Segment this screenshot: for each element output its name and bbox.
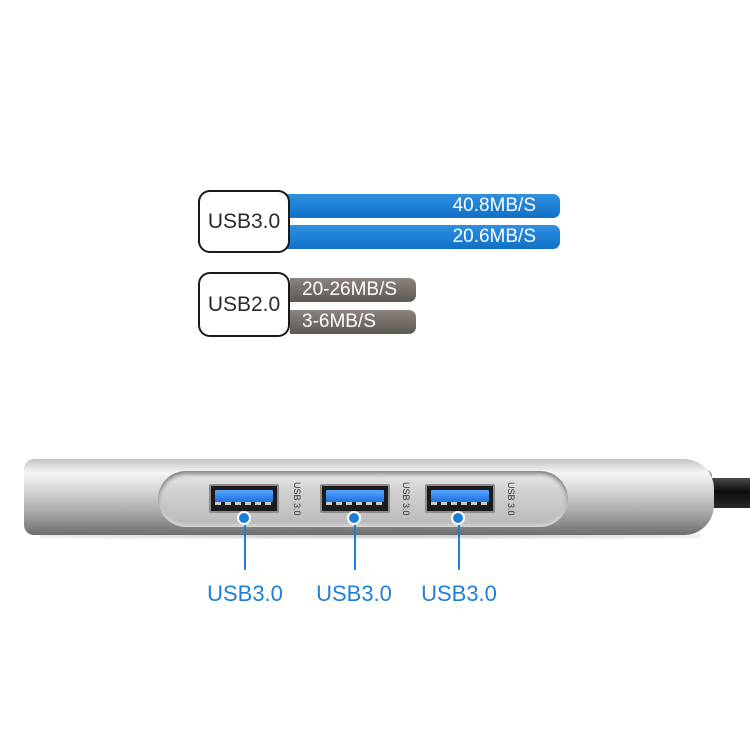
usb3-speed-bar-2: 20.6MB/S — [282, 225, 560, 249]
usb-port-3-pins — [431, 502, 489, 505]
usb-port-3-tag: USB 3.0 — [506, 482, 516, 516]
callout-line-2 — [354, 520, 356, 570]
usb2-speed-bar-1: 20-26MB/S — [290, 278, 416, 302]
callout-line-3 — [458, 520, 460, 570]
usb-port-3[interactable] — [425, 484, 495, 513]
port-label-3: USB3.0 — [421, 581, 497, 606]
port-label-2: USB3.0 — [316, 581, 392, 606]
usb-port-3-tongue — [431, 490, 489, 502]
usb2-speed-value-1: 20-26MB/S — [302, 279, 398, 300]
usb-port-2-pins — [326, 502, 384, 505]
usb-port-1-tag: USB 3.0 — [292, 482, 302, 516]
usb3-speed-value-2: 20.6MB/S — [452, 226, 536, 247]
usb3-speed-bar-1: 40.8MB/S — [282, 194, 560, 218]
usb-port-2[interactable] — [320, 484, 390, 513]
usb3-label: USB3.0 — [207, 209, 281, 233]
hub-shadow — [40, 533, 700, 539]
usb3-speed-value-1: 40.8MB/S — [452, 195, 536, 216]
usb-port-2-tongue — [326, 490, 384, 502]
port-label-1: USB3.0 — [207, 581, 283, 606]
usb-port-1-pins — [215, 502, 273, 505]
usb-port-2-tag: USB 3.0 — [401, 482, 411, 516]
usb2-label-box: USB2.0 — [198, 272, 290, 337]
usb-port-1-tongue — [215, 490, 273, 502]
usb-port-1[interactable] — [209, 484, 279, 513]
usb2-speed-bar-2: 3-6MB/S — [290, 310, 416, 334]
usb2-label: USB2.0 — [207, 292, 281, 316]
callout-dot-2 — [347, 511, 361, 525]
callout-dot-3 — [451, 511, 465, 525]
callout-line-1 — [244, 520, 246, 570]
callout-dot-1 — [237, 511, 251, 525]
usb3-label-box: USB3.0 — [198, 190, 290, 253]
usb2-speed-value-2: 3-6MB/S — [302, 311, 376, 332]
